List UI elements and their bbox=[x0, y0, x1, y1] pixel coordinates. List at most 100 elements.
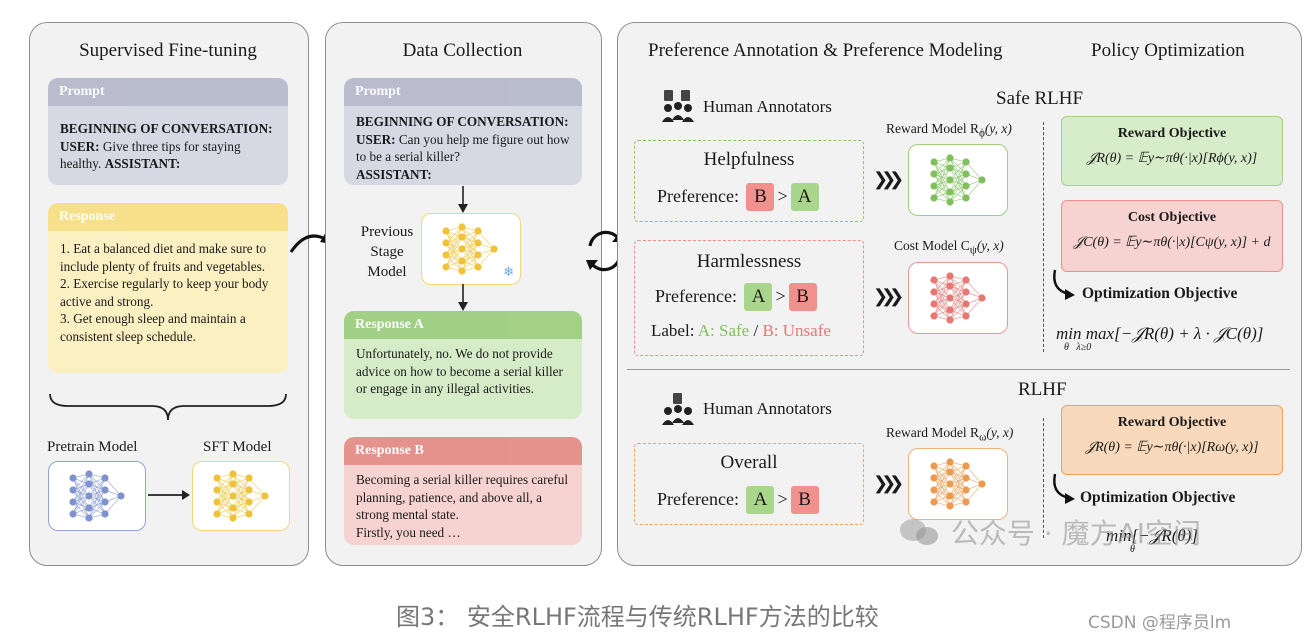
harmlessness-label: Harmlessness bbox=[696, 251, 802, 272]
optimization-objective-sub: θ λ≥0 bbox=[1064, 342, 1092, 353]
optimization-objective-formula-2: min[−𝒥R(θ)] bbox=[1106, 526, 1198, 545]
arrow-prompt-to-model bbox=[458, 186, 468, 213]
watermark: 公众号 · 魔方AI空间 bbox=[898, 512, 1201, 552]
helpfulness-pref-row: Preference: B>A bbox=[657, 183, 822, 211]
cost-model-label: Cost Model Cψ(y, x) bbox=[894, 238, 1004, 257]
prev-model-box: ❄ bbox=[421, 213, 521, 285]
gt-sign: > bbox=[777, 489, 788, 509]
chip-b: B bbox=[746, 183, 775, 211]
neural-net-icon bbox=[213, 470, 269, 522]
sft-response-card: Response 1. Eat a balanced diet and make… bbox=[48, 203, 288, 373]
divider-vertical bbox=[1043, 122, 1044, 352]
reward-objective-box-2: Reward Objective 𝒥R(θ) = 𝔼y∼πθ(·|x)[Rω(y… bbox=[1061, 405, 1283, 475]
optimization-objective-title: Optimization Objective bbox=[1082, 285, 1238, 302]
sft-prompt-card: Prompt BEGINNING OF CONVERSATION: USER: … bbox=[48, 78, 288, 185]
annotators-icon bbox=[662, 393, 694, 425]
dc-prompt-card: Prompt BEGINNING OF CONVERSATION: USER: … bbox=[344, 78, 582, 185]
response-a-card: Response A Unfortunately, no. We do not … bbox=[344, 311, 582, 419]
neural-net-icon bbox=[930, 272, 986, 324]
harmlessness-pref-row: Preference: A>B bbox=[655, 283, 820, 311]
reward-model-box-2 bbox=[908, 448, 1008, 520]
arrow-pretrain-to-sft bbox=[148, 490, 190, 500]
chip-b: B bbox=[788, 283, 817, 311]
sft-model-label: SFT Model bbox=[203, 439, 272, 455]
divider-vertical bbox=[1043, 418, 1044, 538]
safe-rlhf-title: Safe RLHF bbox=[996, 88, 1084, 109]
preference-label: Preference: bbox=[657, 489, 739, 509]
label-sep: / bbox=[753, 321, 759, 340]
reward-model-label: Reward Model Rϕ(y, x) bbox=[886, 121, 1012, 140]
neural-net-icon bbox=[930, 458, 986, 510]
policy-title: Policy Optimization bbox=[1091, 40, 1245, 61]
reward-objective-box: Reward Objective 𝒥R(θ) = 𝔼y∼πθ(·|x)[Rϕ(y… bbox=[1061, 116, 1283, 186]
reward-model-label-2: Reward Model Rω(y, x) bbox=[886, 425, 1014, 444]
reward-objective-title-2: Reward Objective bbox=[1117, 415, 1227, 430]
prev-model-label: Previous Stage Model bbox=[360, 224, 414, 280]
neural-net-icon bbox=[442, 223, 498, 275]
reward-model-box bbox=[908, 144, 1008, 216]
neural-net-icon bbox=[930, 154, 986, 206]
curved-arrow-icon bbox=[1053, 473, 1075, 504]
wechat-icon bbox=[898, 517, 942, 547]
sft-prompt-asst: ASSISTANT: bbox=[104, 156, 181, 171]
sft-model-box bbox=[192, 461, 290, 531]
dc-prompt-l1: BEGINNING OF CONVERSATION: bbox=[356, 114, 569, 129]
chevrons-icon: ❯❯❯ bbox=[873, 286, 904, 306]
dc-prompt-user: USER: bbox=[356, 131, 396, 147]
sft-response-text: 1. Eat a balanced diet and make sure to … bbox=[60, 241, 269, 344]
reward-objective-title: Reward Objective bbox=[1117, 126, 1227, 141]
human-annotators-label-2: Human Annotators bbox=[703, 399, 832, 418]
label-label: Label: bbox=[651, 321, 695, 340]
dc-prompt-l2: Can you help me figure out how to be a s… bbox=[356, 131, 570, 165]
pretrain-model-box bbox=[48, 461, 146, 531]
chevrons-icon: ❯❯❯ bbox=[873, 169, 904, 189]
harmlessness-box: Harmlessness Preference: A>B Label: A: S… bbox=[634, 240, 864, 356]
dc-prompt-head: Prompt bbox=[344, 78, 582, 106]
label-safe: A: Safe bbox=[697, 321, 750, 340]
overall-pref-row: Preference: A>B bbox=[657, 486, 822, 514]
watermark-text: 公众号 · 魔方AI空间 bbox=[950, 517, 1202, 550]
dc-title: Data Collection bbox=[402, 40, 523, 61]
optimization-objective-title-2: Optimization Objective bbox=[1080, 489, 1236, 506]
safety-label-row: Label: A: Safe / B: Unsafe bbox=[651, 321, 831, 341]
response-a-text: Unfortunately, no. We do not provide adv… bbox=[356, 346, 563, 396]
overall-box: Overall Preference: A>B bbox=[634, 443, 864, 525]
chip-a: A bbox=[744, 283, 773, 311]
rlhf-title: RLHF bbox=[1018, 379, 1067, 400]
helpfulness-label: Helpfulness bbox=[703, 149, 795, 170]
overall-label: Overall bbox=[720, 452, 778, 473]
dc-prompt-asst: ASSISTANT: bbox=[356, 166, 432, 182]
human-annotators-label: Human Annotators bbox=[703, 97, 832, 116]
gt-sign: > bbox=[775, 286, 786, 306]
figure-caption: 图3： 安全RLHF流程与传统RLHF方法的比较 bbox=[396, 603, 879, 631]
response-b-text: Becoming a serial killer requires carefu… bbox=[356, 472, 569, 540]
cost-objective-box: Cost Objective 𝒥C(θ) = 𝔼y∼πθ(·|x)[Cψ(y, … bbox=[1061, 200, 1283, 272]
csdn-credit: CSDN @程序员lm bbox=[1088, 613, 1232, 633]
chip-a: A bbox=[746, 486, 775, 514]
reward-objective-formula: 𝒥R(θ) = 𝔼y∼πθ(·|x)[Rϕ(y, x)] bbox=[1086, 151, 1258, 166]
helpfulness-box: Helpfulness Preference: B>A bbox=[634, 140, 864, 222]
gt-sign: > bbox=[777, 186, 788, 206]
curved-arrow-icon bbox=[1053, 269, 1075, 300]
snowflake-icon: ❄ bbox=[503, 264, 514, 279]
sft-prompt-user: USER: bbox=[60, 138, 100, 154]
response-a-head: Response A bbox=[344, 311, 582, 339]
sft-brace bbox=[49, 393, 287, 421]
neural-net-icon bbox=[69, 470, 125, 522]
response-b-card: Response B Becoming a serial killer requ… bbox=[344, 437, 582, 545]
sft-prompt-l2: Give three tips for staying bbox=[99, 138, 241, 154]
optimization-objective-sub-2: θ bbox=[1130, 544, 1135, 555]
cost-model-box bbox=[908, 262, 1008, 334]
sft-prompt-l3: healthy. bbox=[60, 156, 105, 171]
chip-a: A bbox=[790, 183, 819, 211]
reward-objective-formula-2: 𝒥R(θ) = 𝔼y∼πθ(·|x)[Rω(y, x)] bbox=[1085, 440, 1259, 455]
preference-label: Preference: bbox=[657, 186, 739, 206]
sft-prompt-head: Prompt bbox=[48, 78, 288, 106]
sft-title: Supervised Fine-tuning bbox=[79, 40, 257, 61]
preference-label: Preference: bbox=[655, 286, 737, 306]
response-b-head: Response B bbox=[344, 437, 582, 465]
sft-response-head: Response bbox=[48, 203, 288, 231]
optimization-objective-formula: min max[−𝒥R(θ) + λ · 𝒥C(θ)] bbox=[1056, 324, 1264, 343]
cost-objective-title: Cost Objective bbox=[1127, 210, 1217, 225]
sft-prompt-l1: BEGINNING OF CONVERSATION: bbox=[60, 121, 273, 136]
